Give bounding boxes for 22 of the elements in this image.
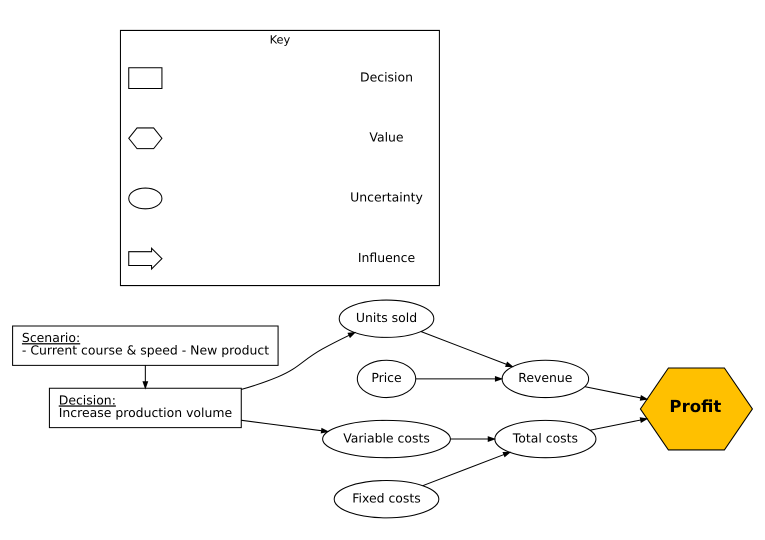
legend-label: Value [369, 130, 404, 145]
legend-label: Decision [360, 69, 413, 84]
arrow [241, 332, 356, 390]
node-ellipse: Variable costs [322, 420, 451, 458]
arrow [242, 420, 330, 434]
node-arrow [128, 246, 163, 270]
arrow [142, 366, 148, 390]
node-box: Scenario: - Current course & speed - New product [12, 325, 279, 366]
arrow [590, 417, 648, 431]
arrow [421, 331, 514, 368]
node-hexagon [128, 127, 163, 150]
arrow [416, 376, 504, 382]
node-ellipse: Fixed costs [334, 480, 440, 518]
node-box [128, 67, 162, 90]
node-ellipse [128, 188, 162, 210]
node-box: Decision: Increase production volume [48, 388, 242, 428]
arrow [585, 386, 648, 401]
node-ellipse: Price [356, 360, 416, 398]
arrow [422, 452, 512, 486]
legend-label: Uncertainty [350, 190, 423, 205]
legend-label: Influence [358, 250, 416, 265]
arrow [450, 436, 496, 442]
